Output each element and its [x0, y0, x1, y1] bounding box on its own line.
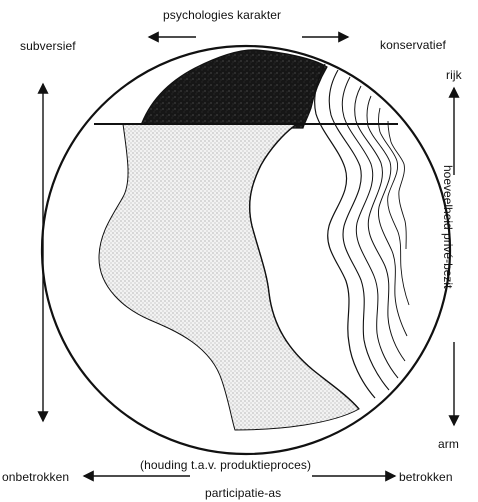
left-top-label: subversief: [20, 39, 76, 53]
bottom-axis-label: (houding t.a.v. produktieproces): [140, 458, 311, 472]
bottom-caption: participatie-as: [205, 486, 281, 500]
poor-label: arm: [438, 437, 459, 451]
right-bottom-label: betrokken: [399, 470, 453, 484]
left-bottom-label: onbetrokken: [2, 470, 69, 484]
rich-label: rijk: [446, 68, 462, 82]
right-top-label: konservatief: [380, 38, 446, 52]
top-axis-label: psychologies karakter: [163, 8, 281, 22]
right-axis-label: hoeveelheid privé-bezit: [435, 165, 455, 335]
